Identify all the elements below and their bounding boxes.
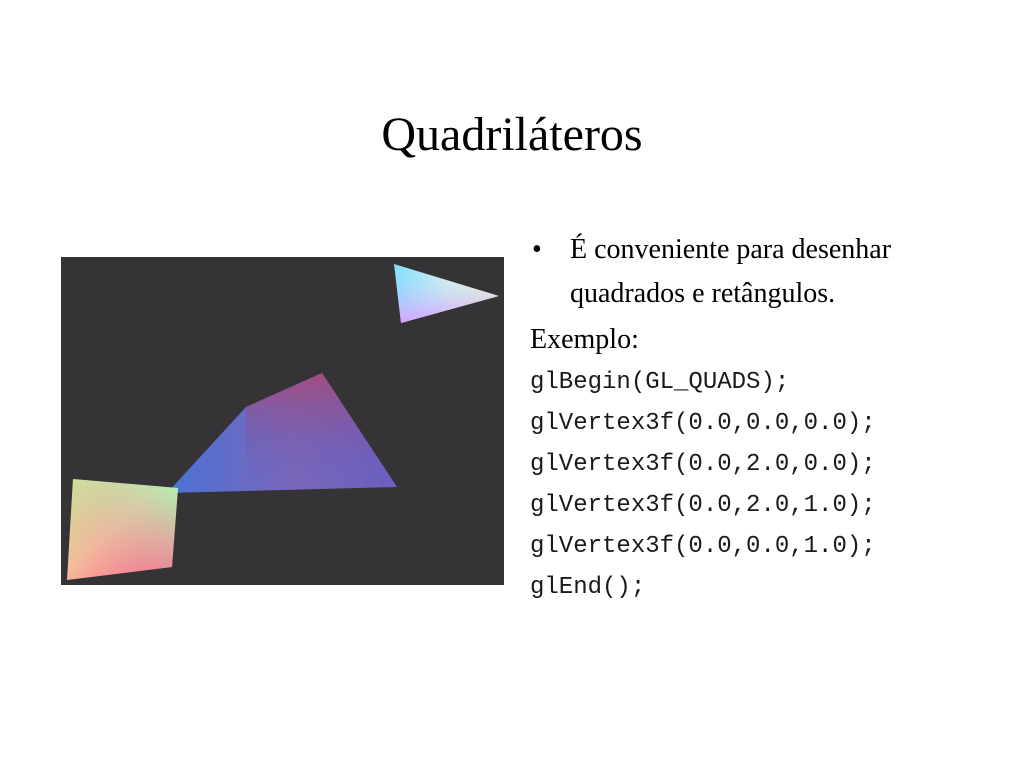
bullet-item: • É conveniente para desenhar quadrados … (530, 228, 1000, 316)
bullet-text-line-1: É conveniente para desenhar (570, 234, 892, 265)
code-line: glEnd(); (530, 574, 646, 601)
bullet-marker: • (532, 234, 542, 265)
code-line: glBegin(GL_QUADS); (530, 369, 790, 396)
code-line: glVertex3f(0.0,0.0,1.0); (530, 533, 876, 560)
code-block: glBegin(GL_QUADS); glVertex3f(0.0,0.0,0.… (530, 362, 1000, 608)
bullet-text-line-2: quadrados e retângulos. (570, 278, 836, 309)
slide-title: Quadriláteros (381, 108, 643, 161)
code-line: glVertex3f(0.0,2.0,0.0); (530, 451, 876, 478)
code-line: glVertex3f(0.0,0.0,0.0); (530, 410, 876, 437)
code-line: glVertex3f(0.0,2.0,1.0); (530, 492, 876, 519)
opengl-render-image (61, 257, 504, 585)
example-label: Exemplo: (530, 324, 639, 355)
slide-body: • É conveniente para desenhar quadrados … (530, 228, 1000, 608)
